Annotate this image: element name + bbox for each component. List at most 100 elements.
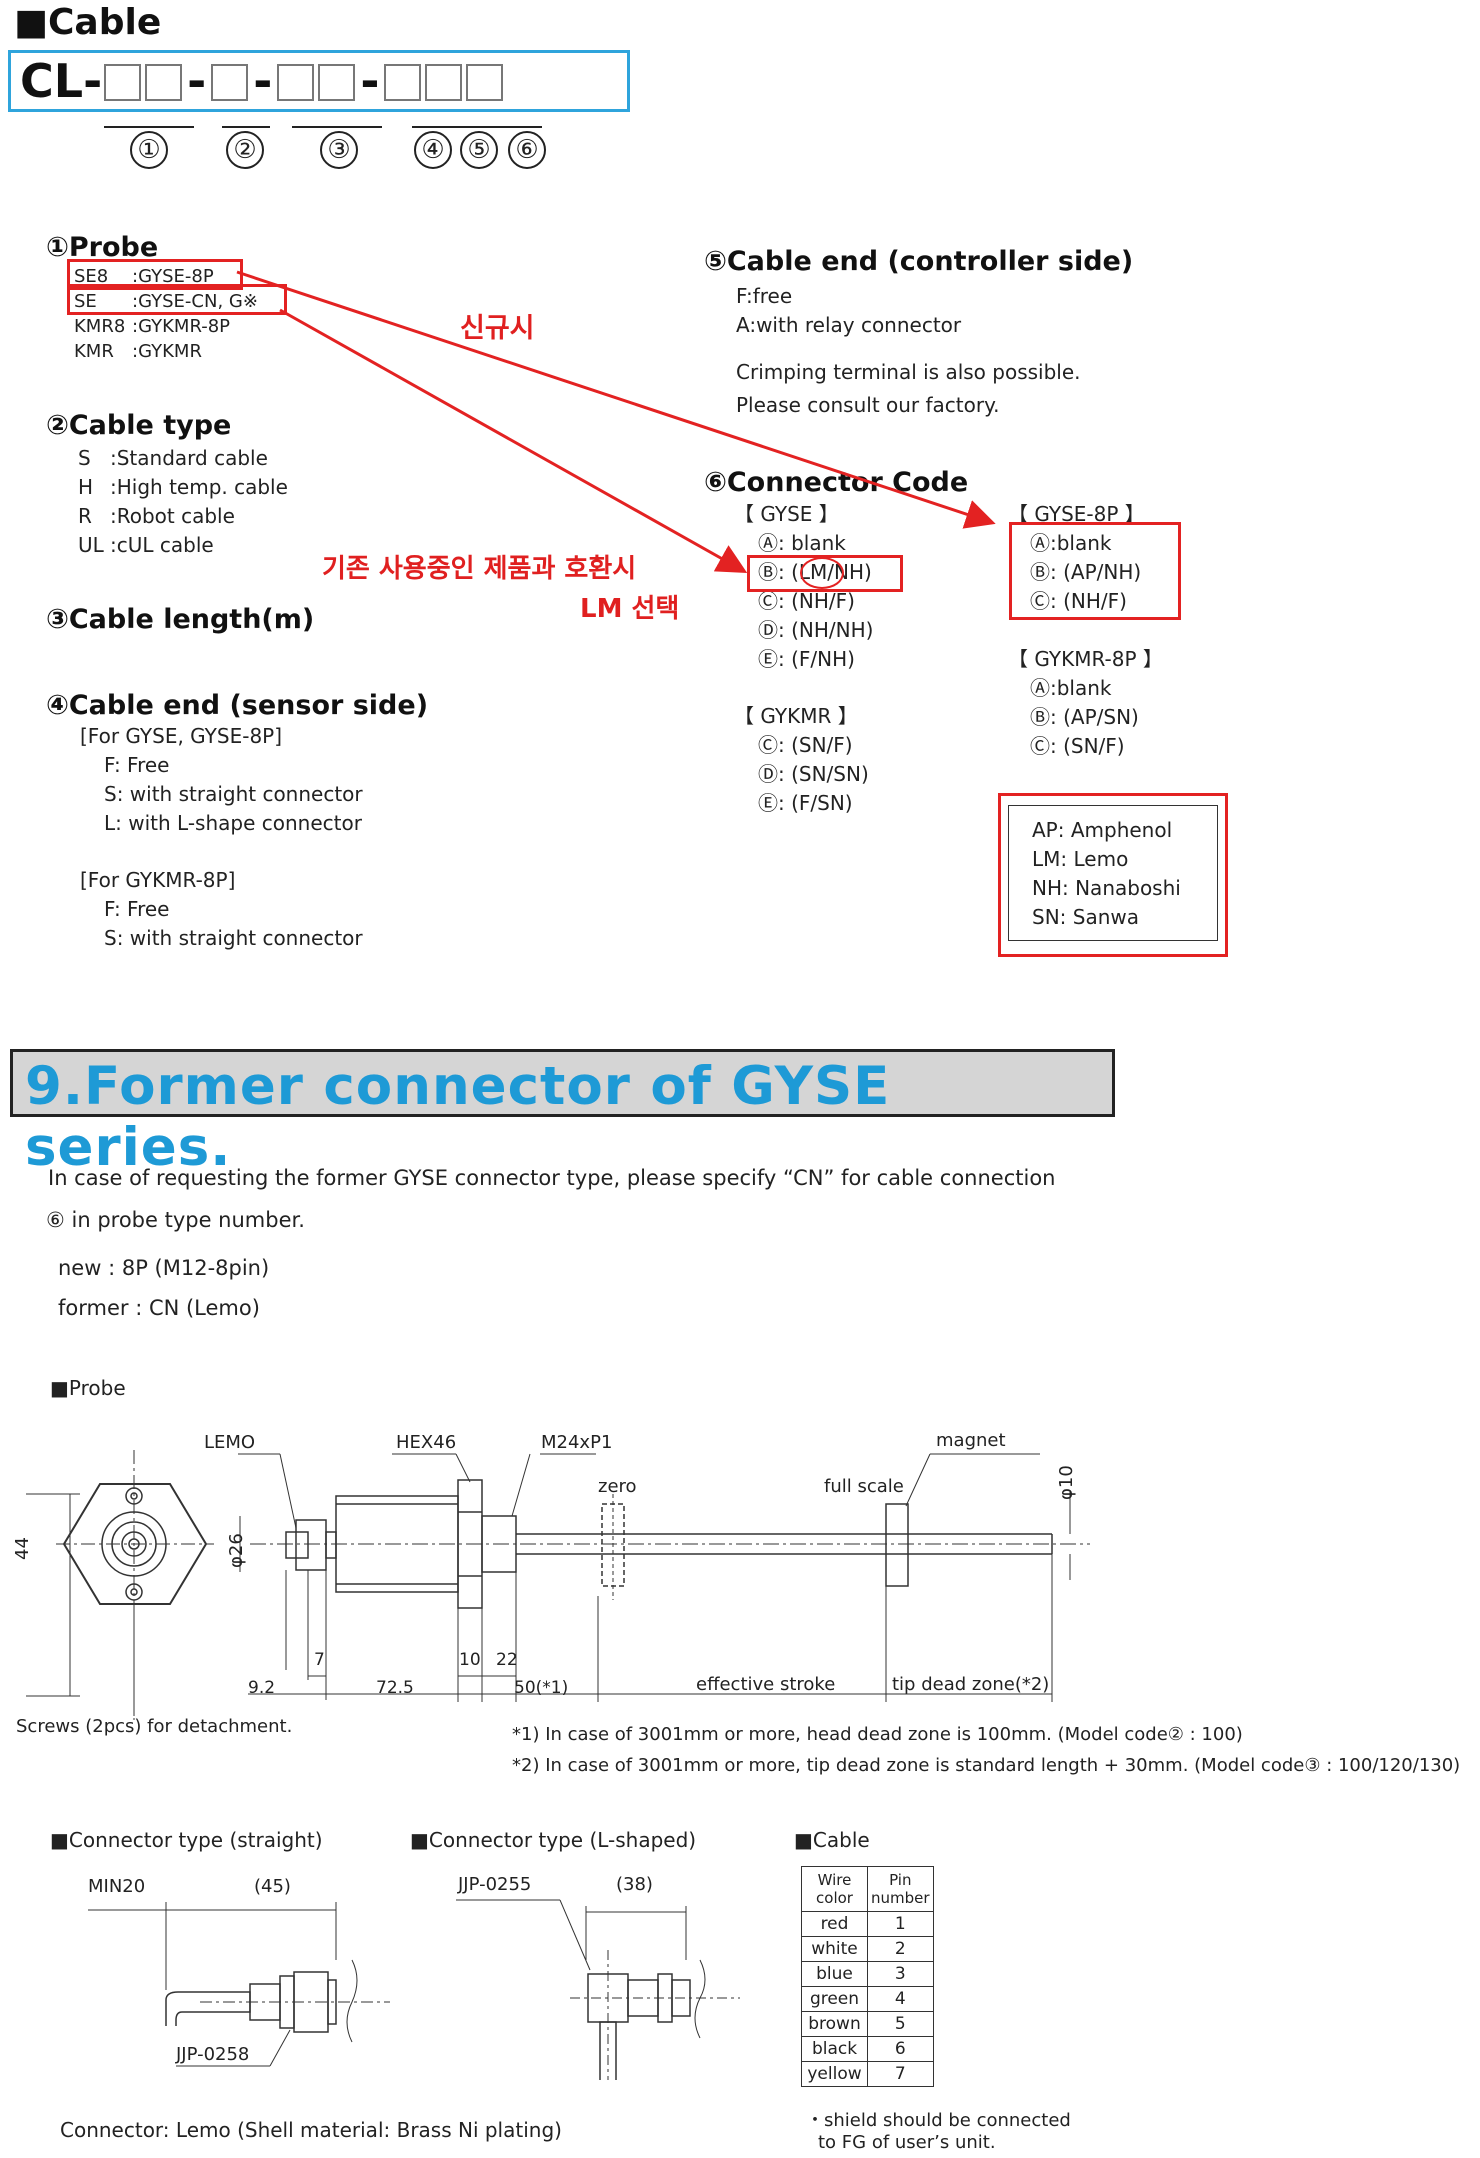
digit-5: ⑤	[460, 131, 498, 169]
gyse-list: 【 GYSE 】 Ⓐ: blank Ⓑ: (LM/NH) Ⓒ: (NH/F) Ⓓ…	[734, 500, 873, 818]
code-box	[425, 64, 463, 101]
highlight-se	[67, 284, 287, 315]
gykmr-item: Ⓒ: (SN/F)	[758, 733, 853, 757]
label-tip-dead-zone: tip dead zone(*2)	[892, 1674, 1050, 1695]
legend-inner	[1008, 805, 1218, 941]
probe-item: SE:GYSE-CN, G※	[74, 291, 258, 312]
former-banner: 9.Former connector of GYSE series.	[10, 1049, 1115, 1178]
former-new: new : 8P (M12-8pin)	[58, 1256, 270, 1280]
gyse-item: Ⓓ: (NH/NH)	[758, 618, 874, 642]
sensor-group-head: [For GYKMR-8P]	[80, 868, 236, 892]
sensor-item: L: with L-shape connector	[104, 811, 362, 835]
gykmr-item: Ⓓ: (SN/SN)	[758, 762, 869, 786]
label-jjp-0255: JJP-0255	[458, 1874, 532, 1895]
label-9-2: 9.2	[248, 1678, 276, 1698]
probe-item: KMR8:GYKMR-8P	[74, 316, 231, 337]
digit-underline	[222, 126, 270, 128]
former-banner-text: 9.Former connector of GYSE series.	[25, 1056, 891, 1178]
probe-item: SE8:GYSE-8P	[74, 266, 214, 287]
sensor-item: S: with straight connector	[104, 926, 363, 950]
cable-end-sensor-title: ④Cable end (sensor side)	[46, 690, 429, 721]
connector-l-title: ■Connector type (L-shaped)	[410, 1828, 697, 1852]
cable-end-controller-title: ⑤Cable end (controller side)	[704, 246, 1134, 277]
probe-title: ①Probe	[46, 232, 159, 263]
former-p2: ⑥ in probe type number.	[46, 1208, 305, 1232]
connector-drawings	[88, 1899, 740, 2080]
label-d10: φ10	[1056, 1465, 1077, 1500]
code-dash: -	[360, 54, 380, 108]
legend-item: SN: Sanwa	[1032, 905, 1139, 929]
label-72-5: 72.5	[376, 1678, 414, 1698]
gyse-item: Ⓒ: (NH/F)	[758, 589, 855, 613]
cable-type-list: S:Standard cable H:High temp. cable R:Ro…	[78, 444, 288, 560]
cable-table-title: ■Cable	[794, 1828, 870, 1852]
legend-item: LM: Lemo	[1032, 847, 1129, 871]
legend-item: AP: Amphenol	[1032, 818, 1173, 842]
label-10: 10	[459, 1650, 481, 1670]
gykmr8p-item: Ⓐ:blank	[1030, 676, 1112, 700]
gykmr8p-item: Ⓑ: (AP/SN)	[1030, 705, 1139, 729]
label-50: 50(*1)	[514, 1678, 569, 1698]
gyse-item: Ⓐ: blank	[758, 531, 846, 555]
code-box	[466, 64, 504, 101]
digit-2: ②	[226, 131, 264, 169]
shield-note-1: ・shield should be connected	[806, 2110, 1071, 2131]
controller-note: Please consult our factory.	[736, 393, 1000, 417]
connector-material-note: Connector: Lemo (Shell material: Brass N…	[60, 2118, 562, 2142]
highlight-gyse-b	[747, 555, 903, 592]
sensor-group-head: [For GYSE, GYSE-8P]	[80, 724, 283, 748]
cable-type-title: ②Cable type	[46, 410, 232, 441]
code-dash: -	[187, 54, 207, 108]
code-box	[104, 64, 142, 101]
label-hex: HEX46	[396, 1432, 457, 1453]
digit-underline	[104, 126, 194, 128]
sensor-item: S: with straight connector	[104, 782, 363, 806]
label-38: (38)	[616, 1874, 653, 1895]
highlight-lm-circle	[800, 557, 844, 589]
gyse8p-item: Ⓒ: (NH/F)	[1030, 589, 1127, 613]
probe-drawing-title: ■Probe	[50, 1376, 126, 1400]
annotation-new: 신규시	[460, 313, 535, 344]
probe-drawing	[26, 1450, 1090, 1720]
gykmr8p-item: Ⓒ: (SN/F)	[1030, 734, 1125, 758]
gyse-item: Ⓔ: (F/NH)	[758, 647, 855, 671]
sensor-item: F: Free	[104, 897, 170, 921]
gyse8p-list: 【 GYSE-8P 】 Ⓐ:blank Ⓑ: (AP/NH) Ⓒ: (NH/F)…	[1008, 500, 1163, 761]
cable-length-title: ③Cable length(m)	[46, 604, 315, 635]
code-box	[318, 64, 356, 101]
former-p1: In case of requesting the former GYSE co…	[48, 1166, 1056, 1190]
cable-end-sensor-list: [For GYSE, GYSE-8P] F: Free S: with stra…	[80, 722, 363, 953]
code-box	[384, 64, 422, 101]
gyse8p-item: Ⓑ: (AP/NH)	[1030, 560, 1142, 584]
code-box	[211, 64, 249, 101]
label-44: 44	[12, 1537, 33, 1560]
code-dash: -	[253, 54, 273, 108]
digit-underline	[292, 126, 382, 128]
highlight-gyse8p	[1009, 522, 1181, 620]
gykmr8p-head: 【 GYKMR-8P 】	[1008, 647, 1163, 671]
shield-note-2: to FG of user’s unit.	[818, 2132, 996, 2153]
digit-4: ④	[414, 131, 452, 169]
gykmr-item: Ⓔ: (F/SN)	[758, 791, 853, 815]
label-7: 7	[314, 1650, 325, 1670]
code-box	[145, 64, 183, 101]
cable-type-item: H:High temp. cable	[78, 475, 288, 499]
gyse8p-item: Ⓐ:blank	[1030, 531, 1112, 555]
controller-item: F:free	[736, 284, 793, 308]
controller-item: A:with relay connector	[736, 313, 962, 337]
digit-6: ⑥	[508, 131, 546, 169]
cable-end-controller-list: F:free A:with relay connector Crimping t…	[736, 282, 1081, 420]
annotation-lm: LM 선택	[580, 594, 680, 624]
code-prefix: CL-	[20, 54, 103, 108]
cable-type-item: S:Standard cable	[78, 446, 268, 470]
label-zero: zero	[598, 1476, 637, 1497]
label-full-scale: full scale	[824, 1476, 904, 1497]
